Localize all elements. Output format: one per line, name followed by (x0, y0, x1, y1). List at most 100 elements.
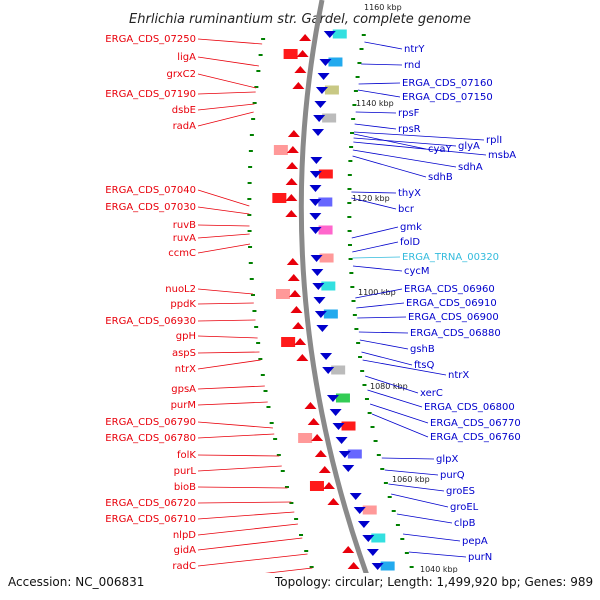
gene-label[interactable]: ERGA_CDS_07030 (105, 202, 196, 213)
gene-label[interactable]: gshB (410, 344, 435, 355)
gene-arrow (292, 322, 305, 329)
reverse-gene (321, 281, 336, 291)
right-label-leader (354, 123, 397, 130)
footer-bar (0, 573, 600, 600)
gene-label[interactable]: ruvB (173, 220, 196, 231)
grid-tick (360, 370, 365, 372)
gene-label[interactable]: ppdK (170, 299, 196, 310)
gene-arrow (329, 409, 342, 416)
forward-gene (275, 289, 290, 299)
gene-label[interactable]: ERGA_CDS_06930 (105, 316, 196, 327)
gene-label[interactable]: nuoL2 (165, 284, 196, 295)
gene-label[interactable]: radC (172, 561, 196, 572)
gene-label[interactable]: ERGA_CDS_07190 (105, 89, 196, 100)
right-label-leader (359, 339, 409, 350)
right-label-leader (369, 403, 429, 424)
gene-label[interactable]: folD (400, 237, 420, 248)
right-label-leader (361, 351, 413, 366)
gene-label[interactable]: ERGA_CDS_06790 (105, 417, 196, 428)
gene-label[interactable]: radA (173, 121, 197, 132)
gene-label[interactable]: ERGA_CDS_06720 (105, 498, 196, 509)
right-label-leader (352, 155, 427, 178)
grid-tick (359, 48, 364, 50)
gene-label[interactable]: ERGA_CDS_07250 (105, 34, 196, 45)
gene-label[interactable]: ERGA_CDS_06910 (406, 298, 497, 309)
gene-label[interactable]: ntrX (448, 370, 469, 381)
left-label-leader (197, 111, 254, 127)
gene-label[interactable]: clpB (454, 518, 476, 529)
gene-label[interactable]: purL (174, 466, 197, 477)
gene-label[interactable]: aspS (172, 348, 196, 359)
gene-arrow (311, 434, 324, 441)
right-label-leader (352, 241, 399, 253)
gene-label[interactable]: ruvA (173, 233, 196, 244)
gene-arrow (304, 402, 317, 409)
gene-arrow (326, 395, 339, 402)
gene-label[interactable]: purQ (440, 470, 465, 481)
gene-label[interactable]: ERGA_CDS_06800 (424, 402, 515, 413)
gene-label[interactable]: groES (446, 486, 475, 497)
gene-label[interactable]: rplI (486, 135, 502, 146)
gene-label[interactable]: ERGA_CDS_06710 (105, 514, 196, 525)
right-label-leader (396, 513, 453, 524)
gene-arrow (285, 194, 298, 201)
gene-label[interactable]: thyX (398, 188, 421, 199)
gene-arrow (314, 101, 327, 108)
grid-tick (309, 566, 314, 568)
gene-label[interactable]: cyaY (428, 144, 453, 155)
gene-arrow (335, 437, 348, 444)
gene-label[interactable]: ntrY (404, 44, 425, 55)
gene-label[interactable]: sdhA (458, 162, 483, 173)
gene-label[interactable]: ERGA_CDS_06900 (408, 312, 499, 323)
gene-label[interactable]: ERGA_CDS_06780 (105, 433, 196, 444)
left-label-leader (197, 302, 254, 305)
grid-tick (395, 524, 400, 526)
gene-label[interactable]: ERGA_CDS_06880 (410, 328, 501, 339)
gene-label[interactable]: pepA (462, 536, 488, 547)
gene-label[interactable]: ERGA_TRNA_00320 (402, 252, 499, 263)
gene-label[interactable]: xerC (420, 388, 443, 399)
gene-label[interactable]: gidA (174, 545, 196, 556)
gene-label[interactable]: purM (171, 400, 196, 411)
left-label-leader (197, 189, 250, 207)
gene-label[interactable]: groEL (450, 502, 479, 513)
gene-label[interactable]: bcr (398, 204, 415, 215)
left-label-leader (197, 511, 295, 520)
gene-label[interactable]: gpsA (171, 384, 196, 395)
gene-label[interactable]: glpX (436, 454, 458, 465)
gene-label[interactable]: dsbE (172, 105, 196, 116)
grid-tick (289, 502, 294, 504)
gene-label[interactable]: gpH (176, 331, 196, 342)
gene-label[interactable]: nlpD (173, 530, 196, 541)
gene-label[interactable]: ERGA_CDS_06770 (430, 418, 521, 429)
gene-label[interactable]: rpsR (398, 124, 421, 135)
gene-label[interactable]: ERGA_CDS_06960 (404, 284, 495, 295)
gene-label[interactable]: ligA (177, 52, 196, 63)
gene-label[interactable]: rnd (404, 60, 421, 71)
gene-label[interactable]: cycM (404, 266, 430, 277)
gene-label[interactable]: glyA (458, 141, 480, 152)
gene-label[interactable]: ftsQ (414, 360, 434, 371)
left-label-leader (197, 401, 268, 406)
gene-label[interactable]: rpsF (398, 108, 420, 119)
gene-label[interactable]: ERGA_CDS_07160 (402, 78, 493, 89)
gene-arrow (318, 466, 331, 473)
gene-label[interactable]: ntrX (175, 364, 196, 375)
gene-label[interactable]: grxC2 (167, 69, 196, 80)
gene-label[interactable]: folK (177, 450, 196, 461)
grid-tick (294, 518, 299, 520)
gene-label[interactable]: msbA (488, 150, 516, 161)
gene-label[interactable]: ERGA_CDS_07040 (105, 185, 196, 196)
right-label-leader (362, 359, 447, 376)
gene-label[interactable]: bioB (174, 482, 196, 493)
gene-arrow (332, 423, 345, 430)
grid-tick (247, 230, 252, 232)
gene-label[interactable]: ERGA_CDS_06760 (430, 432, 521, 443)
genome-backbone (298, 0, 379, 600)
gene-label[interactable]: sdhB (428, 172, 453, 183)
gene-label[interactable]: ERGA_CDS_07150 (402, 92, 493, 103)
gene-label[interactable]: purN (468, 552, 492, 563)
gene-label[interactable]: gmk (400, 222, 422, 233)
forward-gene (309, 481, 324, 491)
gene-label[interactable]: ccmC (168, 248, 196, 259)
